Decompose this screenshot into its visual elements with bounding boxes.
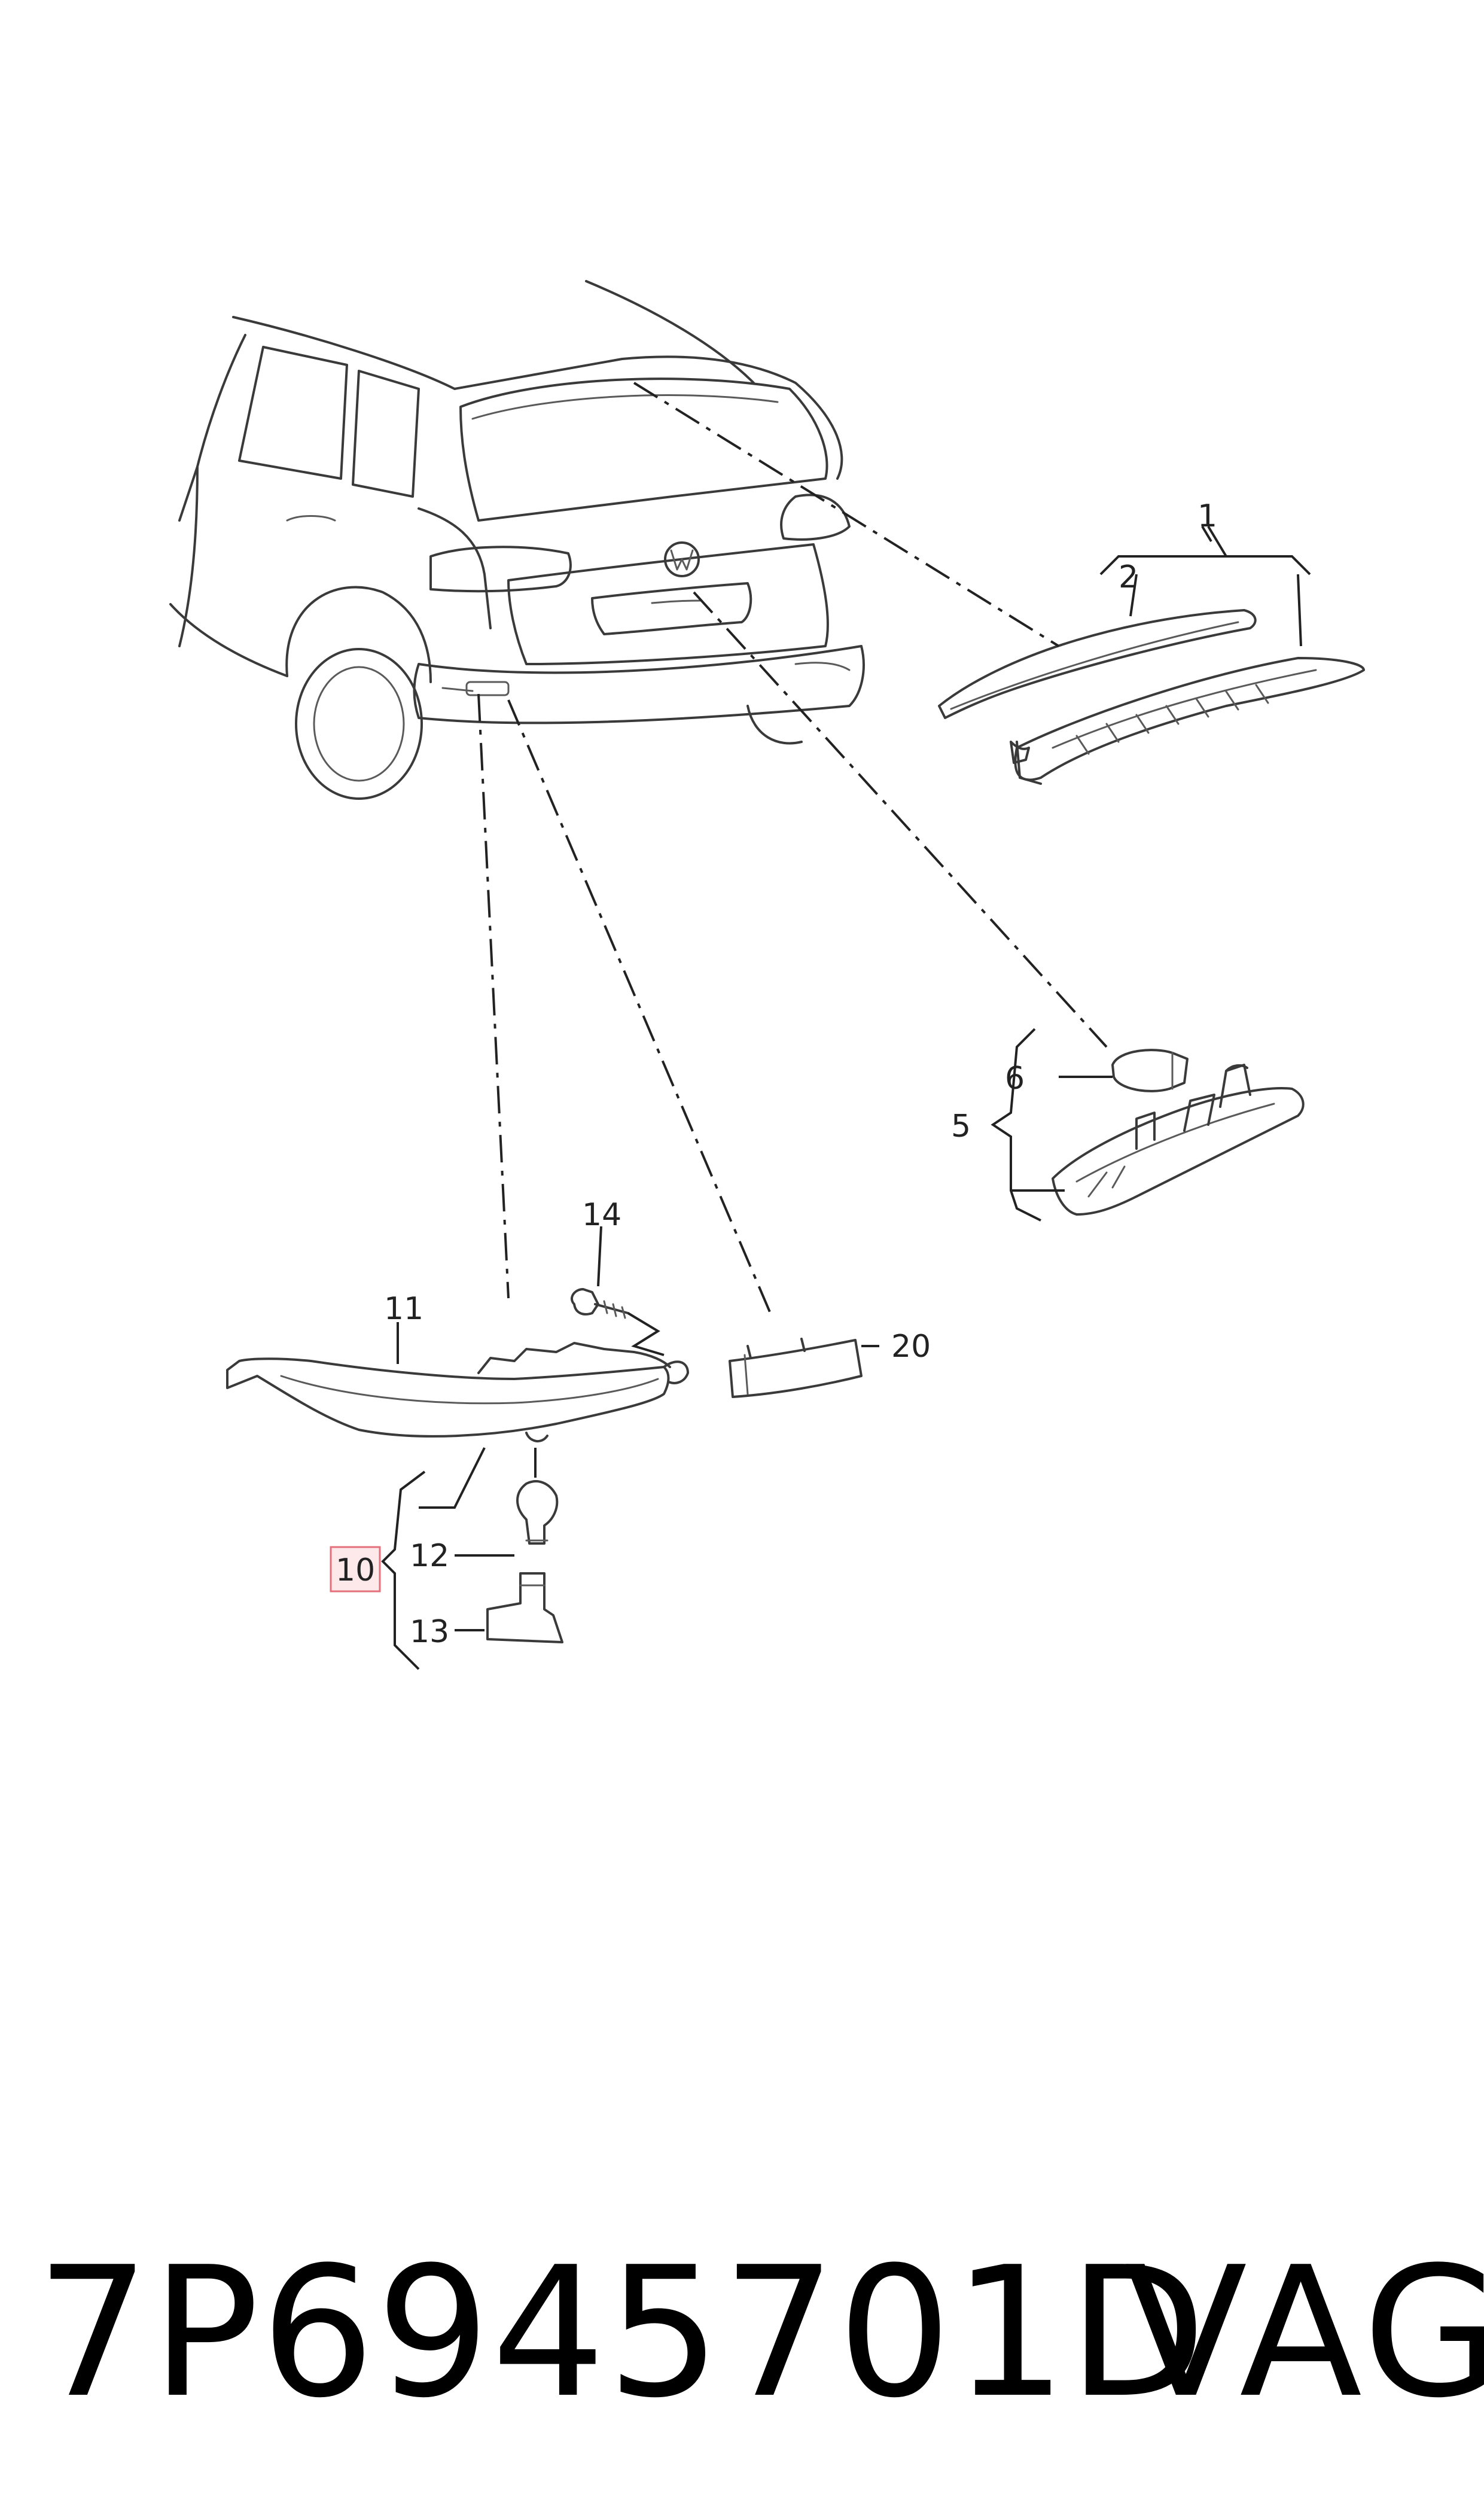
callout-10[interactable]: 10 (336, 1552, 375, 1588)
callout-5: 5 (951, 1109, 971, 1144)
locator-lines (477, 382, 1108, 1317)
rear-fog-light-assembly (226, 1342, 689, 1442)
callout-13: 13 (410, 1614, 449, 1650)
screw (571, 1288, 629, 1319)
callout-10-highlight (330, 1546, 381, 1593)
reflector (729, 1338, 863, 1398)
callout-labels: 1 2 5 6 11 12 13 14 20 10 (330, 498, 1217, 1650)
licence-plate-light-assembly (1052, 1049, 1305, 1216)
footer: 7P6945701D VAG (0, 2237, 1484, 2429)
callout-20: 20 (891, 1329, 931, 1365)
callout-11: 11 (384, 1291, 423, 1327)
vehicle-illustration (169, 280, 865, 800)
callout-1: 1 (1197, 498, 1217, 534)
leader-lines (381, 525, 1311, 1670)
callout-2: 2 (1119, 559, 1138, 595)
brand-label: VAG (1125, 2228, 1484, 2437)
part-number: 7P6945701D (36, 2228, 1208, 2437)
callout-6: 6 (1005, 1061, 1025, 1097)
bulb-and-holder (486, 1480, 563, 1643)
callout-14: 14 (582, 1197, 621, 1233)
callout-12: 12 (410, 1538, 449, 1574)
high-level-brake-light-assembly (938, 609, 1365, 785)
